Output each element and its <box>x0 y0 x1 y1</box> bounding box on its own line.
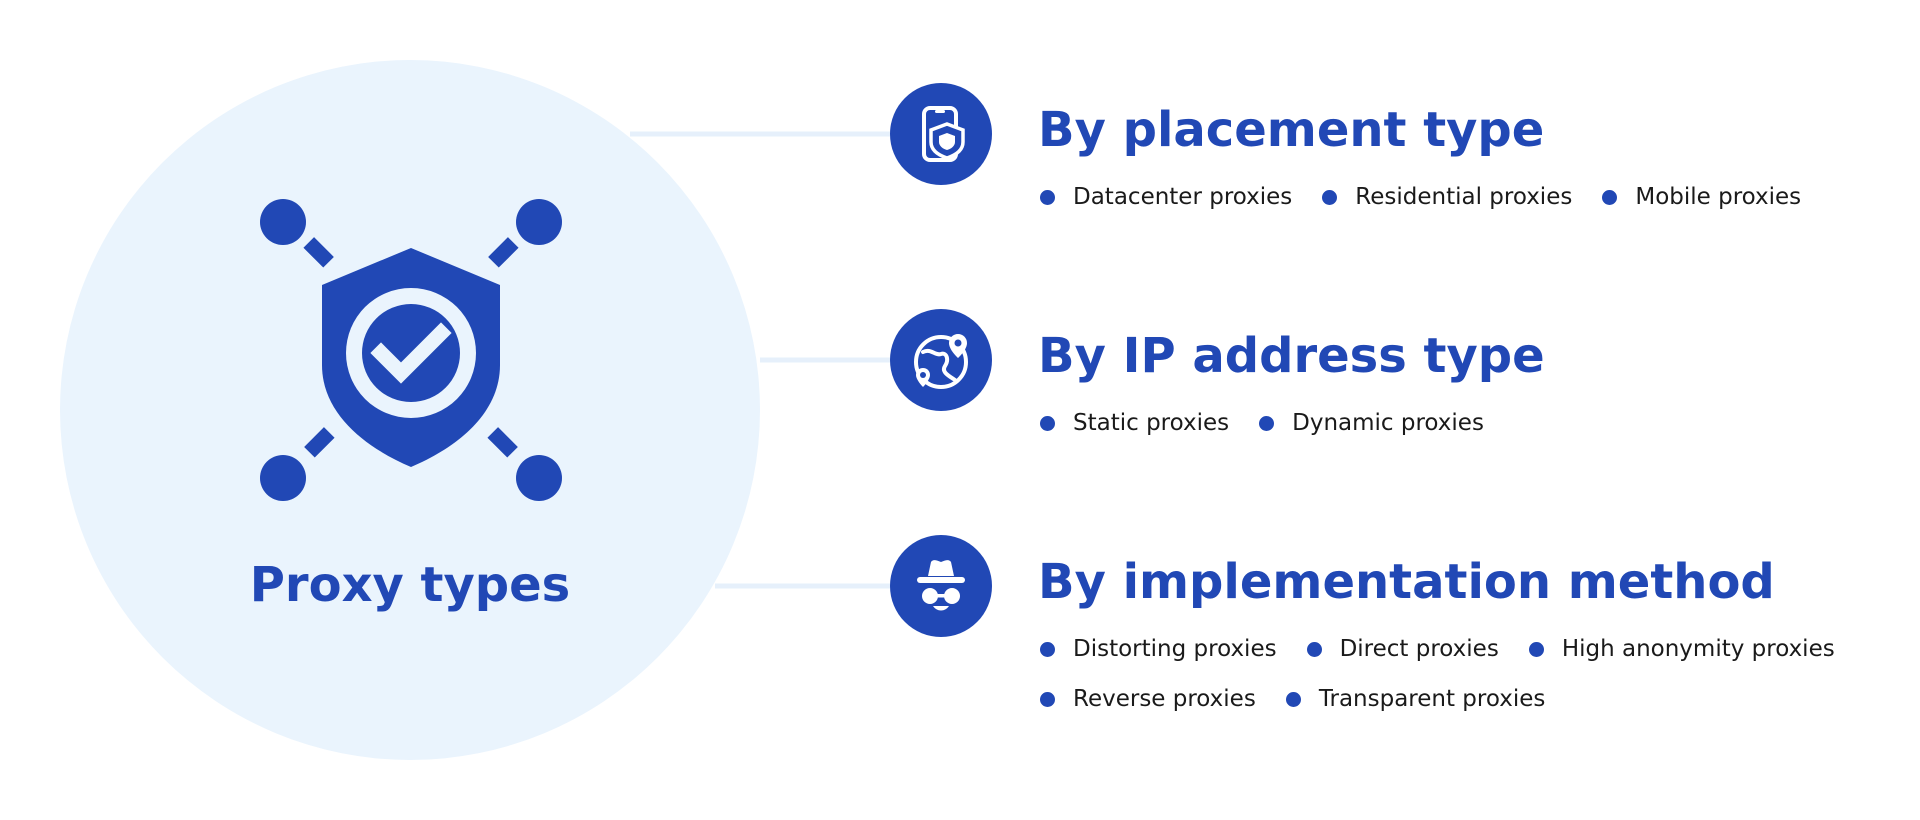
category-items-placement: Datacenter proxies Residential proxies M… <box>1040 182 1801 212</box>
list-item: Transparent proxies <box>1285 684 1546 714</box>
item-label: Dynamic proxies <box>1292 410 1484 436</box>
list-item: Mobile proxies <box>1602 182 1801 212</box>
bullet-dot <box>1322 189 1338 205</box>
category-items-implementation-row-2: Reverse proxies Transparent proxies <box>1040 684 1545 714</box>
item-label: Mobile proxies <box>1635 184 1802 210</box>
category-title-ip-address: By IP address type <box>1038 328 1545 384</box>
list-item: Distorting proxies <box>1040 634 1277 664</box>
item-label: Transparent proxies <box>1318 686 1546 712</box>
item-label: Reverse proxies <box>1073 686 1256 712</box>
hub-title: Proxy types <box>249 557 571 613</box>
bullet-dot <box>1259 415 1275 431</box>
implementation-method-badge <box>890 535 992 637</box>
bullet-dot <box>1040 691 1055 707</box>
list-item: Dynamic proxies <box>1259 408 1484 438</box>
globe-location-icon <box>914 334 968 389</box>
bullet-dot <box>1602 189 1618 205</box>
bullet-dot <box>1285 691 1301 707</box>
item-label: Residential proxies <box>1355 184 1573 210</box>
item-label: Distorting proxies <box>1073 636 1277 662</box>
incognito-icon <box>917 560 965 611</box>
placement-type-badge <box>890 83 992 185</box>
item-label: High anonymity proxies <box>1561 636 1835 662</box>
list-item: Direct proxies <box>1306 634 1499 664</box>
category-title-implementation: By implementation method <box>1038 554 1775 610</box>
mobile-shield-icon <box>922 106 965 162</box>
shield-check-network-icon <box>260 199 562 501</box>
bullet-dot <box>1040 641 1055 657</box>
list-item: Datacenter proxies <box>1040 182 1292 212</box>
ip-address-type-badge <box>890 309 992 411</box>
category-title-placement: By placement type <box>1038 102 1545 158</box>
list-item: High anonymity proxies <box>1528 634 1835 664</box>
bullet-dot <box>1306 641 1322 657</box>
category-items-implementation-row-1: Distorting proxies Direct proxies High a… <box>1040 634 1835 664</box>
bullet-dot <box>1040 189 1055 205</box>
list-item: Static proxies <box>1040 408 1229 438</box>
item-label: Datacenter proxies <box>1073 184 1293 210</box>
item-label: Direct proxies <box>1339 636 1499 662</box>
bullet-dot <box>1040 415 1055 431</box>
list-item: Residential proxies <box>1322 182 1572 212</box>
bullet-dot <box>1528 641 1544 657</box>
item-label: Static proxies <box>1073 410 1230 436</box>
list-item: Reverse proxies <box>1040 684 1256 714</box>
category-items-ip-address: Static proxies Dynamic proxies <box>1040 408 1484 438</box>
